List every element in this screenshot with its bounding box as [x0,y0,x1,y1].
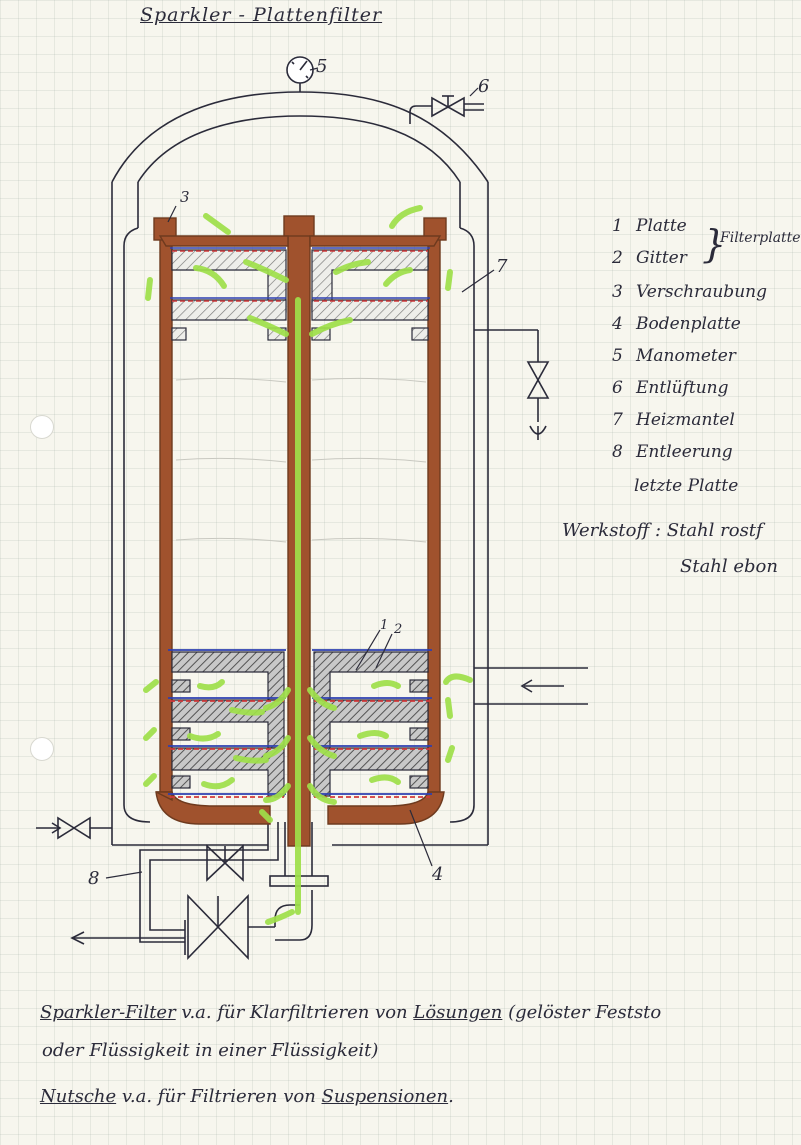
note-term-suspensionen: Suspensionen [321,1086,449,1107]
callout-8: 8 [88,868,100,889]
note-text-1b: v.a. für Klarfiltrieren von [175,1002,414,1023]
note-text-3d: . [448,1086,454,1107]
legend-group-label: Filterplatte [720,230,801,246]
drain-piping [70,822,329,960]
punch-hole-top [30,415,54,439]
callout-7: 7 [496,256,508,277]
top-grids [170,247,430,302]
heating-jacket [111,91,489,846]
callout-1: 1 [380,618,389,633]
note-text-3b: v.a. für Filtrieren von [116,1086,322,1107]
callout-4: 4 [432,864,444,885]
callout-5: 5 [316,56,328,77]
callout-2: 2 [394,622,403,637]
jacket-drain-line [474,329,550,440]
note-term-loesungen: Lösungen [413,1002,503,1023]
callout-3: 3 [180,188,190,206]
legend-brace: } [702,222,727,266]
filter-housing [153,215,447,847]
note-line-1: Sparkler-Filter v.a. für Klarfiltrieren … [40,1002,661,1023]
feed-inlet [474,667,588,705]
left-inlet-valve [36,816,112,840]
material-line-2: Stahl ebon [680,556,778,577]
flow-arrows [143,205,473,925]
plate-stack-outline [175,377,427,543]
note-term-sparkler: Sparkler-Filter [40,1002,176,1023]
note-text-1d: (gelöster Feststo [502,1002,662,1023]
note-term-nutsche: Nutsche [40,1086,117,1107]
bottom-grids [168,649,432,798]
material-line-1: Werkstoff : Stahl rostf [562,520,763,541]
punch-hole-bottom [30,737,54,761]
note-line-3: Nutsche v.a. für Filtrieren von Suspensi… [40,1086,454,1107]
note-line-2: oder Flüssigkeit in einer Flüssigkeit) [42,1040,379,1061]
legend-item-8-line2: letzte Platte [634,476,739,496]
leader-lines [105,67,495,879]
vent-valve [409,95,484,124]
manometer [286,56,314,92]
page-title: Sparkler - Plattenfilter [140,4,383,26]
callout-6: 6 [478,76,490,97]
